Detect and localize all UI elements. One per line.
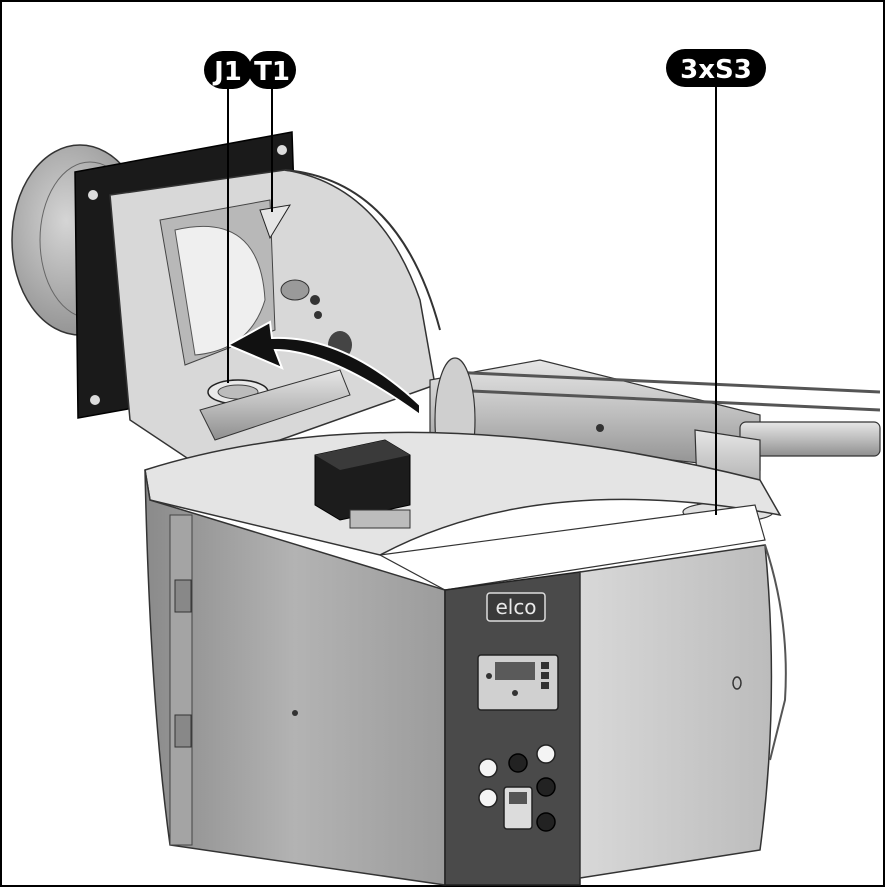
t1-part bbox=[259, 204, 291, 240]
control-panel bbox=[444, 571, 581, 886]
callout-j1-label: J1 bbox=[212, 57, 242, 87]
control-knob[interactable] bbox=[536, 812, 556, 832]
housing-top bbox=[144, 431, 782, 556]
callout-t1: T1 bbox=[248, 51, 296, 89]
control-button[interactable] bbox=[536, 744, 556, 764]
junction-box bbox=[314, 439, 411, 529]
screw bbox=[292, 710, 298, 716]
brand-logo: elco bbox=[486, 592, 546, 622]
callout-j1: J1 bbox=[204, 51, 252, 89]
control-knob[interactable] bbox=[508, 753, 528, 773]
hinge-lower bbox=[174, 714, 192, 748]
callout-s3-label: 3xS3 bbox=[680, 55, 752, 85]
control-button[interactable] bbox=[478, 788, 498, 808]
front-door bbox=[579, 544, 773, 879]
housing-top-strip bbox=[378, 504, 766, 591]
hinge-strip bbox=[169, 514, 193, 846]
callout-t1-label: T1 bbox=[254, 57, 290, 87]
vent-edge bbox=[764, 544, 787, 761]
direction-arrow bbox=[225, 320, 421, 417]
display-unit bbox=[477, 654, 559, 711]
inner-tube bbox=[199, 369, 351, 441]
brand-logo-text: elco bbox=[495, 595, 536, 619]
air-box-open bbox=[109, 169, 441, 461]
control-button[interactable] bbox=[478, 758, 498, 778]
control-knobs bbox=[478, 744, 556, 832]
callout-s3: 3xS3 bbox=[666, 49, 766, 87]
control-knob[interactable] bbox=[536, 777, 556, 797]
hinge-upper bbox=[174, 579, 192, 613]
door-lock bbox=[732, 676, 742, 690]
